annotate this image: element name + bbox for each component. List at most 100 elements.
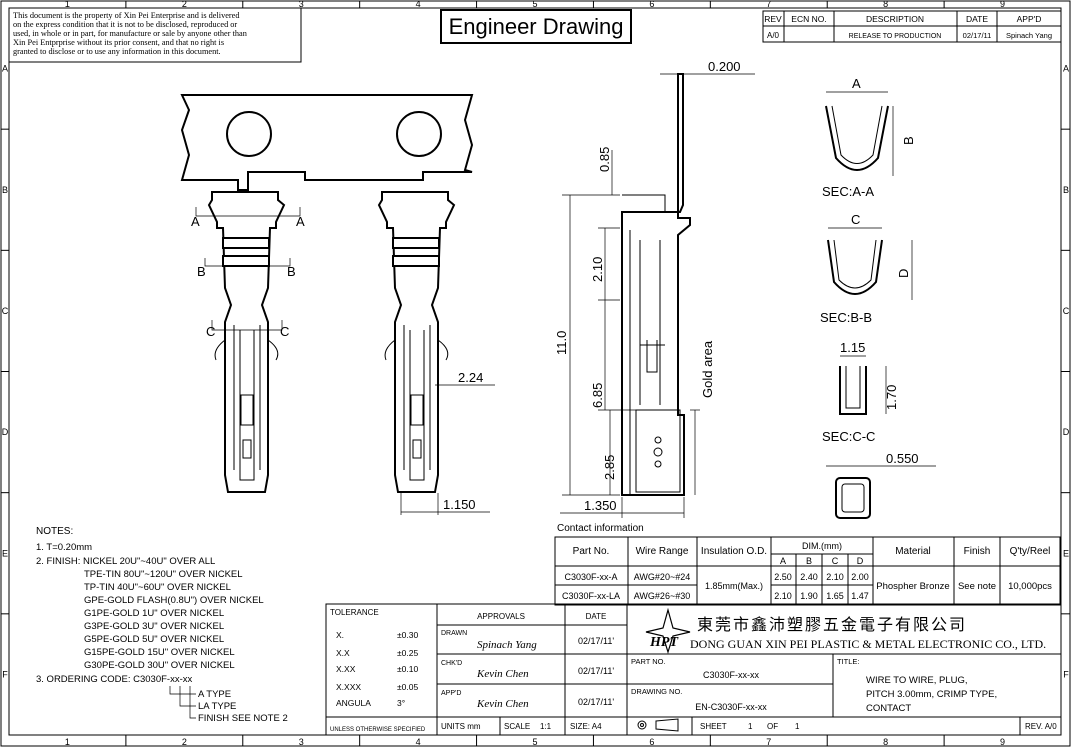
scale-label: SCALE bbox=[504, 722, 530, 731]
dim-2-24: 2.24 bbox=[458, 370, 483, 385]
drawn-label: DRAWN bbox=[441, 630, 467, 637]
title-line: WIRE TO WIRE, PLUG, bbox=[866, 675, 968, 686]
grid-col-label: 9 bbox=[1000, 737, 1005, 747]
grid-col-label: 1 bbox=[65, 737, 70, 747]
top-view-outline bbox=[835, 477, 871, 519]
tolerance-key: X.XXX bbox=[336, 682, 361, 692]
grid-col-label: 4 bbox=[416, 737, 421, 747]
dim-1-150: 1.150 bbox=[443, 497, 476, 512]
logo-lettering: HPT bbox=[649, 635, 679, 650]
row-wire: AWG#26~#30 bbox=[634, 591, 690, 601]
section-cc-height: 1.70 bbox=[884, 385, 899, 410]
appd-label: APP'D bbox=[441, 690, 461, 697]
chkd-label: CHK'D bbox=[441, 660, 462, 667]
plan-view: A A B B C C 2.24 1.150 bbox=[180, 94, 495, 515]
row-wire: AWG#20~#24 bbox=[634, 572, 690, 582]
scale-value: 1:1 bbox=[540, 722, 552, 731]
tolerance-key: ANGULA bbox=[336, 698, 371, 708]
revision-table: REV ECN NO. DESCRIPTION DATE APP'D A/0 R… bbox=[762, 10, 1062, 43]
company-name-cn: 東莞市鑫沛塑膠五金電子有限公司 bbox=[697, 615, 967, 634]
grid-col-label: 3 bbox=[299, 737, 304, 747]
row-dim: 2.00 bbox=[851, 572, 869, 582]
grid-row-label: F bbox=[2, 669, 8, 679]
finish-item: G15PE-GOLD 15U" OVER NICKEL bbox=[84, 647, 235, 658]
dim-2-85: 2.85 bbox=[602, 455, 617, 480]
dim-11-0: 11.0 bbox=[554, 331, 569, 355]
grid-row-label: D bbox=[2, 427, 9, 437]
grid-row-label: C bbox=[2, 306, 9, 316]
grid-col-label: 8 bbox=[883, 0, 888, 9]
section-cc-shape bbox=[839, 366, 867, 415]
grid-col-label: 9 bbox=[1000, 0, 1005, 9]
col-part-no: Part No. bbox=[573, 546, 610, 557]
sheet-number: 1 bbox=[748, 722, 753, 731]
grid-col-label: 2 bbox=[182, 737, 187, 747]
col-material: Material bbox=[895, 546, 931, 557]
finish-item: G1PE-GOLD 1U" OVER NICKEL bbox=[84, 608, 224, 619]
ownership-notice: This document is the property of Xin Pei… bbox=[13, 11, 248, 56]
dim-2-10: 2.10 bbox=[590, 257, 605, 282]
col-qty: Q'ty/Reel bbox=[1010, 546, 1051, 557]
pilot-hole bbox=[226, 111, 272, 157]
grid-col-label: 2 bbox=[182, 0, 187, 9]
section-mark-c: C bbox=[280, 324, 289, 339]
row-dim: 1.65 bbox=[826, 591, 844, 601]
units: UNITS mm bbox=[441, 722, 481, 731]
finish-item: G5PE-GOLD 5U" OVER NICKEL bbox=[84, 634, 224, 645]
finish-item: G3PE-GOLD 3U" OVER NICKEL bbox=[84, 621, 224, 632]
row-dim: 1.47 bbox=[851, 591, 869, 601]
rev-header: REV bbox=[764, 14, 782, 24]
finish-item: G30PE-GOLD 30U" OVER NICKEL bbox=[84, 660, 235, 671]
grid-row-label: E bbox=[2, 548, 8, 558]
grid-col-label: 5 bbox=[532, 0, 537, 9]
company-logo: HPT bbox=[645, 607, 691, 655]
date-header: DATE bbox=[966, 14, 988, 24]
finish-item: TPE-TIN 80U"~120U" OVER NICKEL bbox=[84, 569, 243, 580]
section-mark-b: B bbox=[287, 264, 296, 279]
section-mark-a: A bbox=[191, 214, 200, 229]
rev-value: A/0 bbox=[767, 31, 780, 40]
grid-row-label: F bbox=[1063, 669, 1069, 679]
tolerance-key: X. bbox=[336, 630, 344, 640]
title-line: PITCH 3.00mm, CRIMP TYPE, bbox=[866, 689, 997, 700]
col-dim: DIM.(mm) bbox=[802, 541, 842, 551]
finish-value: See note bbox=[958, 581, 996, 592]
drawn-by: Spinach Yang bbox=[477, 639, 537, 651]
grid-col-label: 6 bbox=[649, 0, 654, 9]
grid-row-label: C bbox=[1063, 306, 1070, 316]
row-part: C3030F-xx-LA bbox=[562, 591, 620, 601]
tolerance-value: ±0.30 bbox=[397, 630, 418, 640]
grid-col-label: 7 bbox=[766, 0, 771, 9]
unless-specified: UNLESS OTHERWISE SPECIFIED bbox=[330, 727, 426, 733]
grid-col-label: 8 bbox=[883, 737, 888, 747]
side-profile bbox=[621, 73, 691, 496]
notice-line: on the express condition that it is not … bbox=[13, 20, 237, 29]
grid-col-label: 6 bbox=[649, 737, 654, 747]
row-dim: 2.10 bbox=[774, 591, 792, 601]
section-aa-height: B bbox=[901, 136, 916, 145]
section-bb-label: SEC:B-B bbox=[820, 310, 872, 325]
section-bb-shape bbox=[827, 239, 883, 295]
dim-0-200: 0.200 bbox=[708, 59, 741, 74]
contact-info-title: Contact information bbox=[557, 523, 644, 534]
notice-line: This document is the property of Xin Pei… bbox=[13, 11, 240, 20]
notice-line: Xin Pei Entprprise without its prior con… bbox=[13, 38, 224, 47]
row-dim: 2.40 bbox=[800, 572, 818, 582]
appd-header: APP'D bbox=[1017, 14, 1042, 24]
side-view: 11.0 2.10 6.85 2.85 0.85 0.200 Gold area… bbox=[554, 59, 755, 518]
row-dim: 2.10 bbox=[826, 572, 844, 582]
of-label: OF bbox=[767, 722, 778, 731]
qty-value: 10,000pcs bbox=[1008, 581, 1052, 592]
sheet-label: SHEET bbox=[700, 722, 727, 731]
finish-item: GPE-GOLD FLASH(0.8U") OVER NICKEL bbox=[84, 595, 264, 606]
tolerance-value: 3° bbox=[397, 698, 405, 708]
notice-line: granted to disclose or to use any inform… bbox=[13, 47, 221, 56]
notes-title: NOTES: bbox=[36, 526, 73, 537]
ecn-header: ECN NO. bbox=[791, 14, 826, 24]
dim-d-header: D bbox=[857, 556, 864, 566]
section-mark-b: B bbox=[197, 264, 206, 279]
drawn-date: 02/17/11' bbox=[578, 636, 614, 646]
